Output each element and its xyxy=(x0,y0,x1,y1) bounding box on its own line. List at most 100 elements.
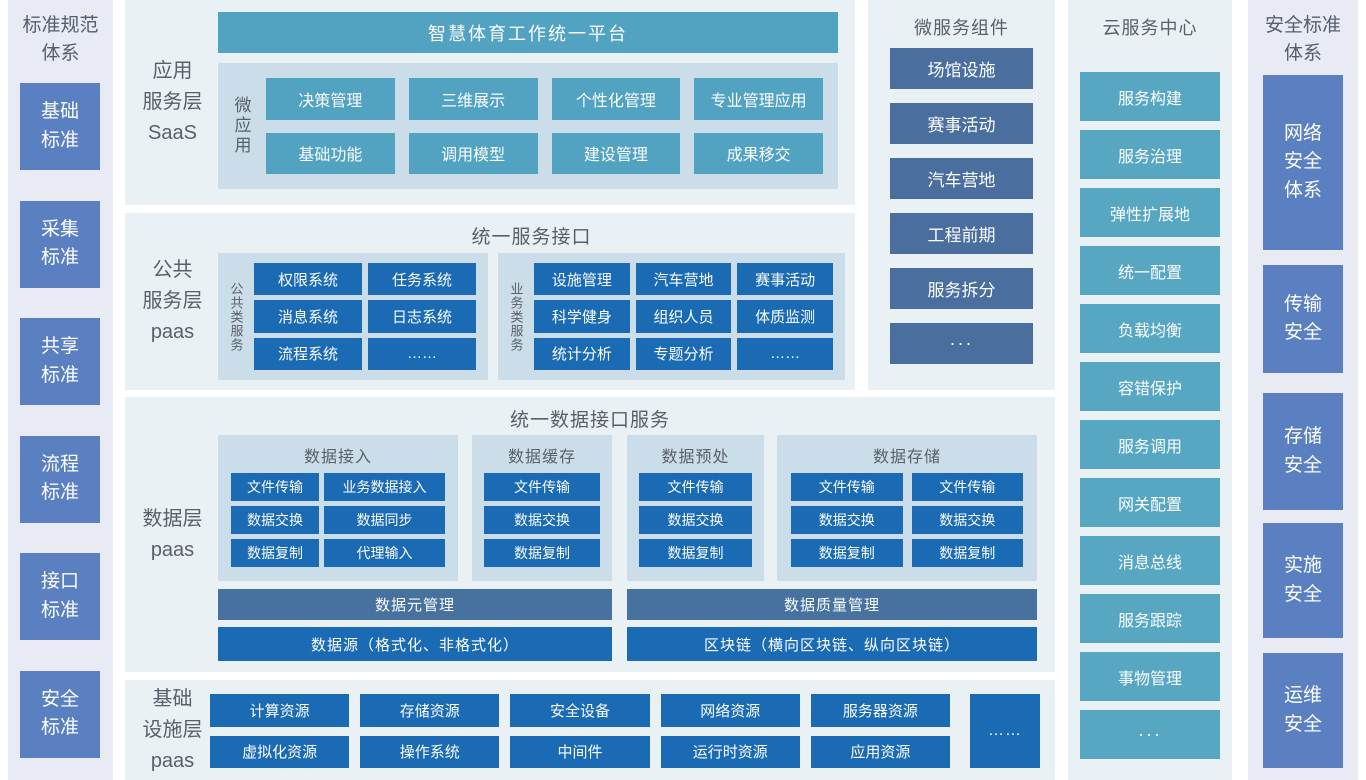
data-box-replication: 数据复制 xyxy=(911,539,1023,567)
infra-layer-section: 基础 设施层 paas 计算资源 存储资源 安全设备 网络资源 服务器资源 虚拟… xyxy=(125,680,1055,780)
data-access-panel: 数据接入 文件传输 业务数据接入 数据交换 数据同步 数据复制 代理输入 xyxy=(218,435,458,581)
service-box-process: 流程系统 xyxy=(254,337,362,370)
standards-system-title: 标准规范 体系 xyxy=(22,15,99,64)
data-cache-title: 数据缓存 xyxy=(507,449,576,466)
metadata-management-bar: 数据元管理 xyxy=(218,589,612,620)
standards-system-panel: 标准规范 体系 基础 标准 采集 标准 共享 标准 流程 标准 接口 标准 安全… xyxy=(8,0,113,780)
service-box-log: 日志系统 xyxy=(368,300,476,333)
micro-app-label: 微应用 xyxy=(231,96,251,156)
cloud-center-title: 云服务中心 xyxy=(1102,18,1198,38)
service-box-message: 消息系统 xyxy=(254,300,362,333)
micro-box-splitting: 服务拆分 xyxy=(890,268,1033,309)
data-box-file-transfer: 文件传输 xyxy=(231,473,319,501)
data-box-business-access: 业务数据接入 xyxy=(324,473,445,501)
infra-box-middleware: 中间件 xyxy=(510,735,650,768)
cloud-box-fault-tolerance: 容错保护 xyxy=(1080,362,1220,411)
data-cache-grid: 文件传输 数据交换 数据复制 xyxy=(472,471,612,567)
data-box-file-transfer: 文件传输 xyxy=(639,473,752,501)
public-services-label: 公共类服务 xyxy=(228,281,244,352)
data-storage-grid: 文件传输 文件传输 数据交换 数据交换 数据复制 数据复制 xyxy=(777,471,1037,567)
micro-app-panel: 微应用 决策管理 三维展示 个性化管理 专业管理应用 基础功能 调用模型 建设管… xyxy=(218,63,838,189)
service-box-physique: 体质监测 xyxy=(737,300,833,333)
data-box-file-transfer: 文件传输 xyxy=(911,473,1023,501)
standards-list: 基础 标准 采集 标准 共享 标准 流程 标准 接口 标准 安全 标准 xyxy=(20,83,100,758)
security-standards-title: 安全标准 体系 xyxy=(1264,15,1341,64)
app-box-construction: 建设管理 xyxy=(551,132,681,174)
business-services-grid: 设施管理 汽车营地 赛事活动 科学健身 组织人员 体质监测 统计分析 专题分析 … xyxy=(534,253,845,380)
service-box-camping: 汽车营地 xyxy=(635,263,732,296)
app-box-handover: 成果移交 xyxy=(694,132,823,174)
data-preprocess-panel: 数据预处 文件传输 数据交换 数据复制 xyxy=(627,435,764,581)
data-box-sync: 数据同步 xyxy=(324,506,445,534)
service-box-statistics: 统计分析 xyxy=(534,337,630,370)
infra-box-compute: 计算资源 xyxy=(210,694,350,727)
infra-box-os: 操作系统 xyxy=(360,735,500,768)
unified-service-interface-title: 统一服务接口 xyxy=(471,227,592,248)
data-box-replication: 数据复制 xyxy=(484,539,600,567)
infra-box-more: …… xyxy=(970,694,1040,768)
data-box-replication: 数据复制 xyxy=(639,539,752,567)
infra-box-storage: 存储资源 xyxy=(360,694,500,727)
infra-box-server: 服务器资源 xyxy=(810,694,950,727)
cloud-box-load-balance: 负载均衡 xyxy=(1080,304,1220,353)
security-box-operations: 运维 安全 xyxy=(1263,653,1343,768)
blockchain-bar: 区块链（横向区块链、纵向区块链） xyxy=(627,627,1037,661)
service-box-events: 赛事活动 xyxy=(737,263,833,296)
service-box-personnel: 组织人员 xyxy=(635,300,732,333)
standard-box-process: 流程 标准 xyxy=(20,435,100,523)
app-box-model: 调用模型 xyxy=(408,132,538,174)
micro-box-preliminary: 工程前期 xyxy=(890,213,1033,254)
data-preprocess-grid: 文件传输 数据交换 数据复制 xyxy=(627,471,764,567)
data-preprocess-title: 数据预处 xyxy=(661,449,730,466)
microservices-list: 场馆设施 赛事活动 汽车营地 工程前期 服务拆分 ··· xyxy=(890,48,1033,364)
cloud-box-config: 统一配置 xyxy=(1080,246,1220,295)
cloud-box-message-bus: 消息总线 xyxy=(1080,536,1220,585)
cloud-box-tracking: 服务跟踪 xyxy=(1080,594,1220,643)
data-source-bar: 数据源（格式化、非格式化） xyxy=(218,627,612,661)
service-box-analysis: 专题分析 xyxy=(635,337,732,370)
data-box-replication: 数据复制 xyxy=(231,539,319,567)
app-box-decision: 决策管理 xyxy=(266,78,395,120)
app-box-personalization: 个性化管理 xyxy=(551,78,681,120)
app-box-basic: 基础功能 xyxy=(266,132,395,174)
infra-box-virtualization: 虚拟化资源 xyxy=(210,735,350,768)
service-box-more: …… xyxy=(737,337,833,370)
data-access-grid: 文件传输 业务数据接入 数据交换 数据同步 数据复制 代理输入 xyxy=(218,471,458,567)
security-box-network: 网络 安全 体系 xyxy=(1263,75,1343,250)
standard-box-security: 安全 标准 xyxy=(20,670,100,758)
data-box-replication: 数据复制 xyxy=(791,539,903,567)
data-box-exchange: 数据交换 xyxy=(911,506,1023,534)
service-box-permission: 权限系统 xyxy=(254,263,362,296)
service-layer-section: 公共 服务层 paas 统一服务接口 公共类服务 权限系统 任务系统 消息系统 … xyxy=(125,213,855,390)
micro-box-events: 赛事活动 xyxy=(890,103,1033,144)
security-box-transmission: 传输 安全 xyxy=(1263,265,1343,373)
data-box-file-transfer: 文件传输 xyxy=(791,473,903,501)
data-box-exchange: 数据交换 xyxy=(639,506,752,534)
micro-box-more: ··· xyxy=(890,323,1033,364)
data-quality-management-bar: 数据质量管理 xyxy=(627,589,1037,620)
data-box-file-transfer: 文件传输 xyxy=(484,473,600,501)
platform-banner: 智慧体育工作统一平台 xyxy=(218,12,838,53)
service-box-more: …… xyxy=(368,337,476,370)
cloud-box-build: 服务构建 xyxy=(1080,72,1220,121)
data-storage-title: 数据存储 xyxy=(872,449,941,466)
infra-grid: 计算资源 存储资源 安全设备 网络资源 服务器资源 虚拟化资源 操作系统 中间件… xyxy=(210,694,950,768)
saas-layer-label: 应用 服务层 SaaS xyxy=(142,60,203,144)
cloud-box-more: ··· xyxy=(1080,710,1220,759)
cloud-box-invocation: 服务调用 xyxy=(1080,420,1220,469)
cloud-center-panel: 云服务中心 服务构建 服务治理 弹性扩展地 统一配置 负载均衡 容错保护 服务调… xyxy=(1068,0,1232,780)
standard-box-collection: 采集 标准 xyxy=(20,200,100,288)
data-access-title: 数据接入 xyxy=(303,449,372,466)
standard-box-sharing: 共享 标准 xyxy=(20,318,100,406)
security-box-storage: 存储 安全 xyxy=(1263,393,1343,510)
app-box-3d: 三维展示 xyxy=(408,78,538,120)
data-layer-label: 数据层 paas xyxy=(142,507,203,561)
standard-box-interface: 接口 标准 xyxy=(20,553,100,641)
saas-layer-section: 应用 服务层 SaaS 智慧体育工作统一平台 微应用 决策管理 三维展示 个性化… xyxy=(125,0,855,205)
microservices-panel: 微服务组件 场馆设施 赛事活动 汽车营地 工程前期 服务拆分 ··· xyxy=(868,0,1055,390)
security-box-implementation: 实施 安全 xyxy=(1263,523,1343,638)
data-box-exchange: 数据交换 xyxy=(231,506,319,534)
cloud-center-list: 服务构建 服务治理 弹性扩展地 统一配置 负载均衡 容错保护 服务调用 网关配置… xyxy=(1080,72,1220,759)
infra-layer-label: 基础 设施层 paas xyxy=(142,687,203,772)
data-box-exchange: 数据交换 xyxy=(484,506,600,534)
